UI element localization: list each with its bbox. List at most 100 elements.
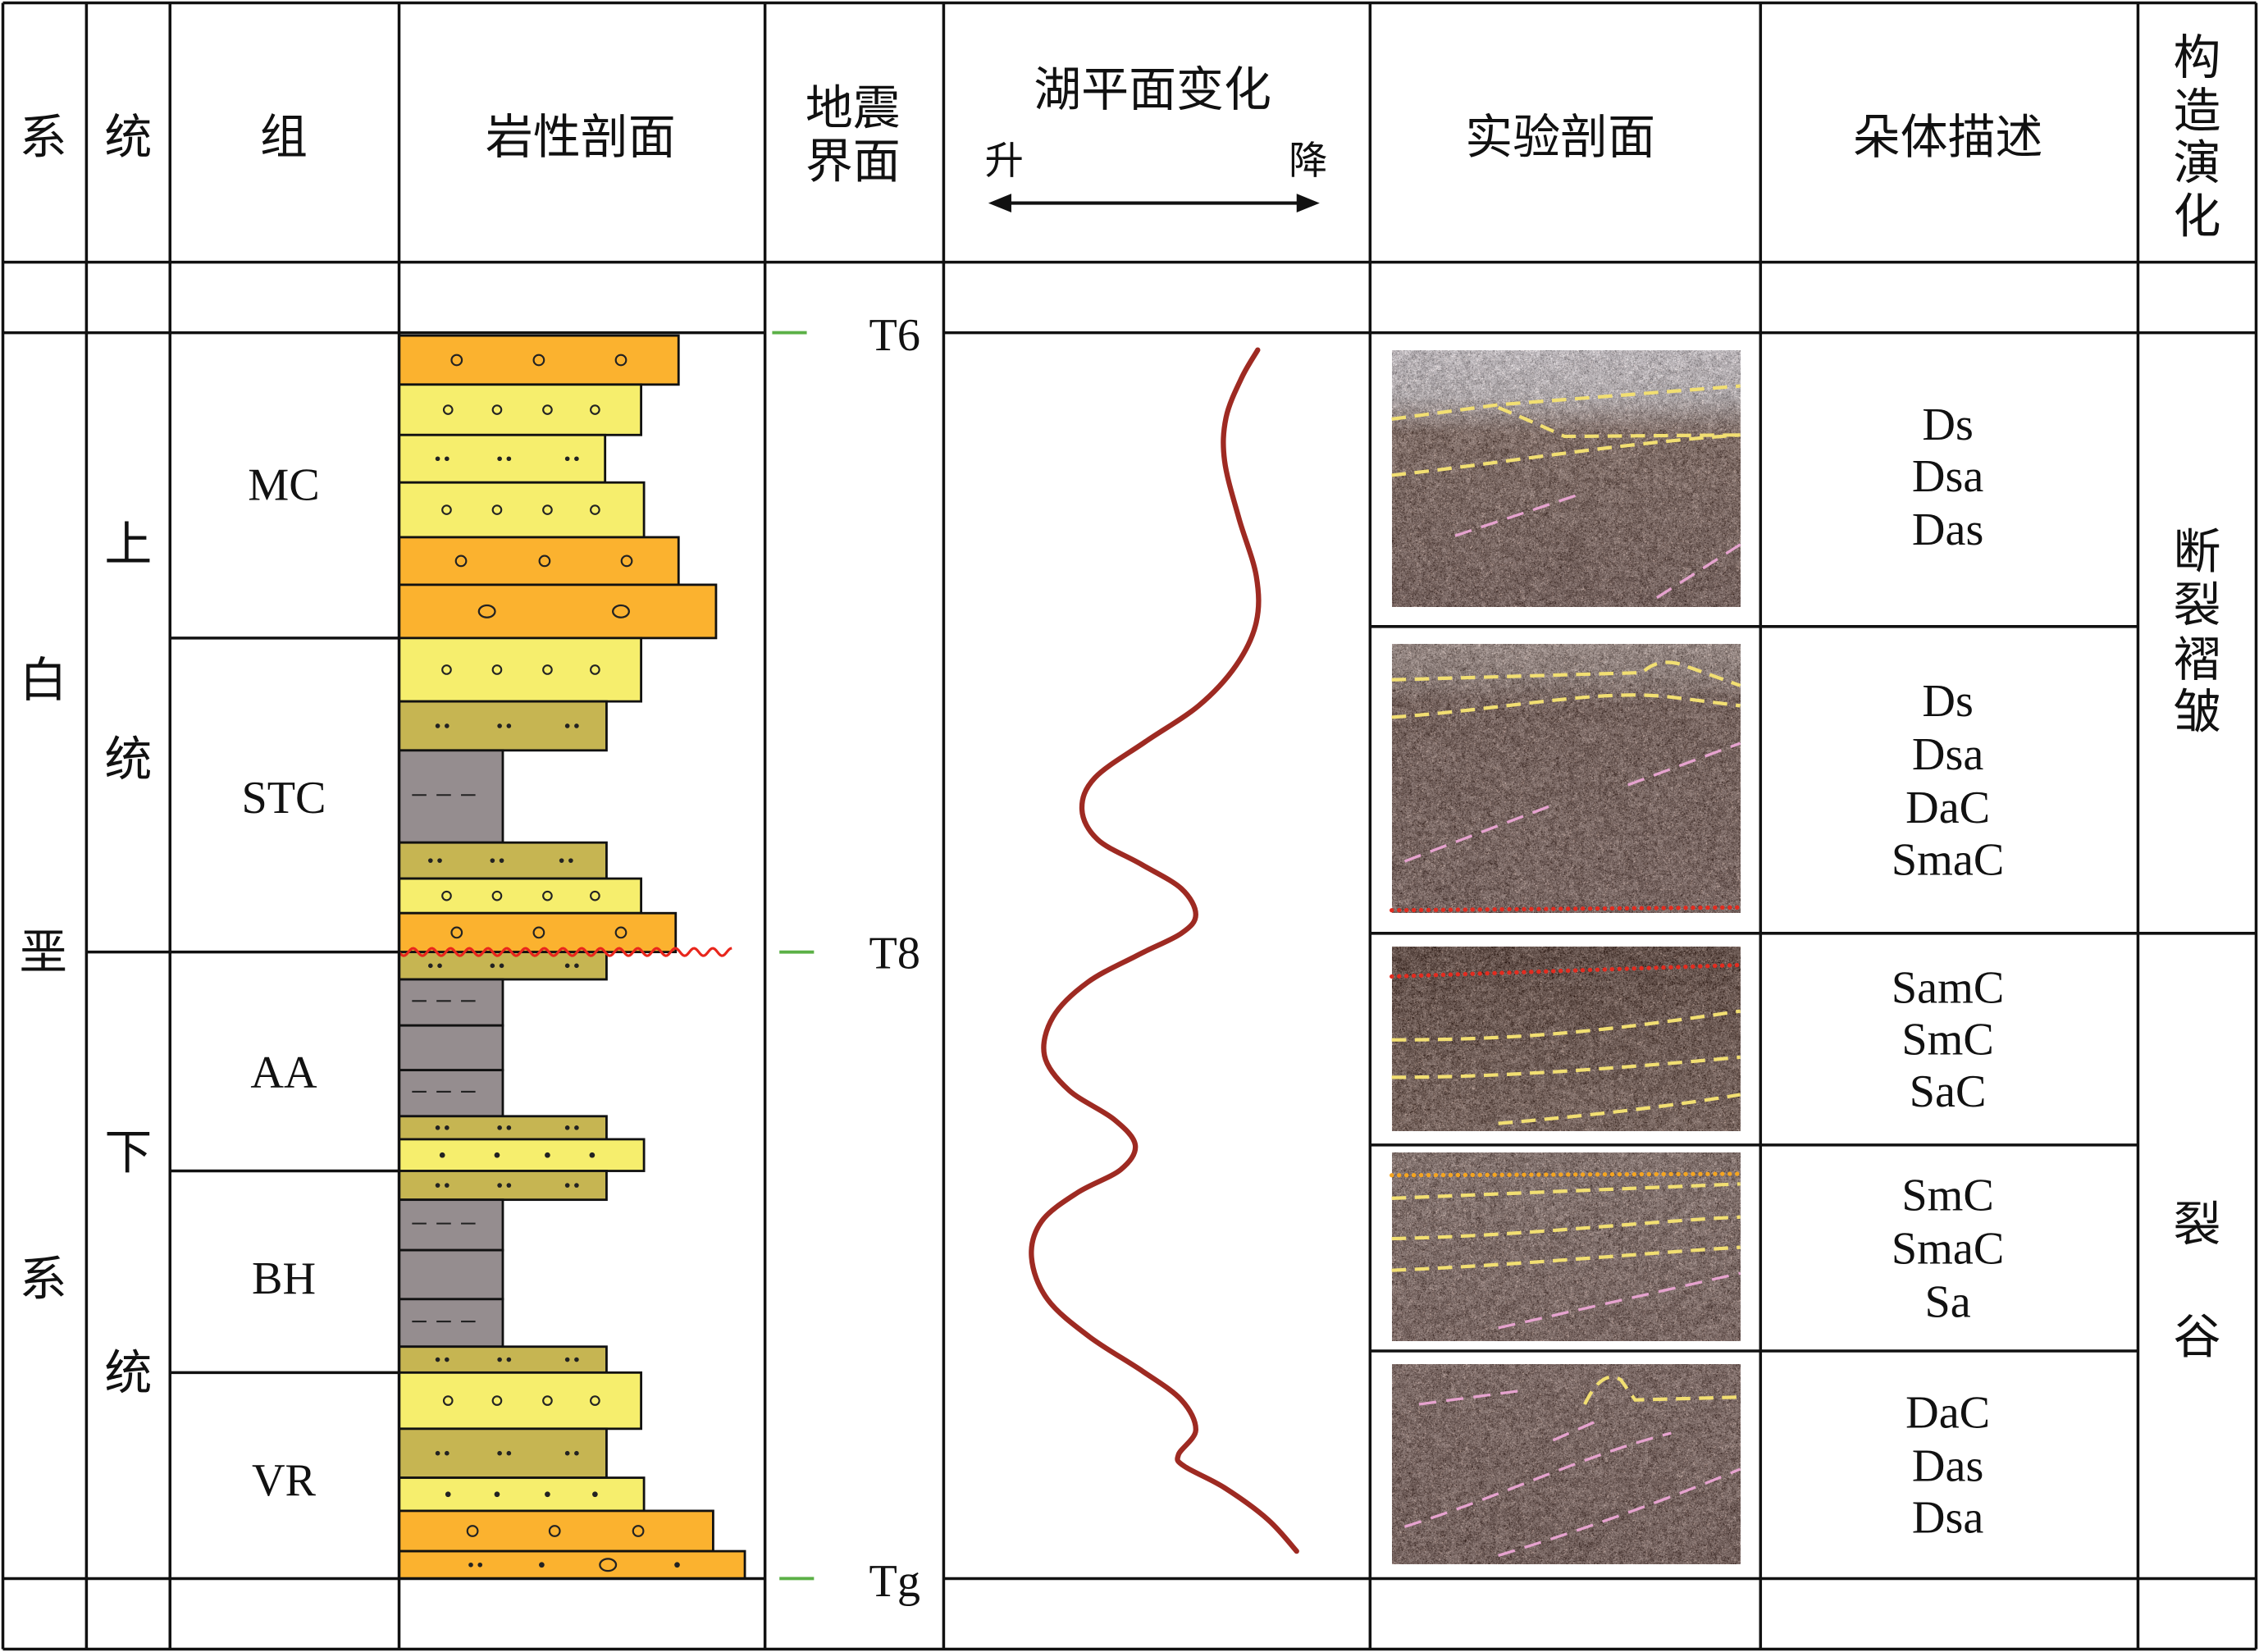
tectonic-char: 谷 (2174, 1308, 2221, 1364)
grain-dot-icon (559, 858, 564, 863)
series-upper-char: 统 (104, 731, 152, 787)
seismic-surface-ticks (772, 331, 815, 1581)
lithology-layer-bar (398, 1345, 608, 1374)
grain-dot-icon (545, 1152, 550, 1158)
grain-dot-icon (564, 1450, 570, 1456)
lithology-layer (398, 1371, 642, 1431)
formation-label: MC (248, 460, 319, 511)
grain-dot-icon (506, 723, 512, 728)
grain-dot-icon (445, 1125, 450, 1130)
series-lower-char: 统 (104, 1344, 152, 1400)
system-char: 白 (20, 652, 67, 708)
lobe-code: Ds (1922, 676, 1973, 727)
grain-dot-icon (564, 963, 570, 969)
tectonic-char: 裂 (2174, 577, 2221, 632)
grain-dot-icon (564, 1125, 570, 1130)
grain-dot-icon (674, 1562, 680, 1568)
pebble-symbol-icon (454, 554, 468, 568)
lake-rise-label: 升 (984, 139, 1023, 184)
grain-dot-icon (445, 1450, 450, 1456)
lobe-code: SmC (1901, 1015, 1993, 1066)
grain-dot-icon (445, 1491, 451, 1498)
grain-dot-icon (437, 963, 442, 969)
lobe-code: Das (1912, 504, 1983, 555)
pebble-symbol-icon (441, 890, 452, 901)
grain-dot-icon (445, 723, 450, 728)
pebble-symbol-icon (532, 926, 545, 939)
grain-dot-icon (506, 1450, 512, 1456)
grain-dot-icon (445, 456, 450, 462)
formation-label: AA (250, 1047, 317, 1098)
seismic-surface-label: Tg (869, 1556, 920, 1607)
pebble-symbol-icon (542, 890, 553, 901)
gravel-symbol-icon (477, 604, 496, 618)
grain-dot-icon (564, 1357, 570, 1362)
tectonic-char: 褶 (2174, 632, 2221, 687)
grain-dot-icon (445, 1357, 450, 1362)
pebble-symbol-icon (532, 354, 545, 367)
experiment-photo-1 (1392, 350, 1741, 607)
grain-dot-icon (435, 1357, 440, 1362)
lithology-layer-bar (398, 1198, 504, 1252)
seismic-column: T6 T8 Tg (869, 310, 920, 1607)
series-column: 上 统 下 统 (104, 517, 152, 1401)
gravel-symbol-icon (599, 1558, 618, 1572)
grain-dot-icon (439, 1152, 445, 1158)
grain-dot-icon (592, 1491, 598, 1498)
pebble-symbol-icon (450, 926, 463, 939)
formation-label: STC (241, 773, 326, 824)
pebble-symbol-icon (538, 554, 551, 568)
lithology-layer-bar (398, 1509, 714, 1553)
tectonic-column: 断 裂 褶 皱 裂 谷 (2174, 524, 2221, 1365)
lobe-code: SamC (1892, 963, 2004, 1014)
lithology-layer (398, 334, 680, 386)
grain-dot-icon (435, 456, 440, 462)
lithology-layer-bar (398, 583, 718, 640)
lobe-description-column: Ds Dsa Das Ds Dsa DaC SmaC SamC SmC SaC … (1892, 399, 2004, 1544)
lobe-code: SmaC (1892, 834, 2004, 885)
system-column: 白 垩 系 (20, 652, 67, 1307)
lithology-layer (398, 911, 678, 954)
lithology-layer-bar (398, 1371, 642, 1431)
arrow-head-right (1296, 194, 1320, 212)
grain-dot-icon (490, 963, 495, 969)
grain-dot-icon (564, 1183, 570, 1188)
lithology-layer (398, 1509, 714, 1553)
arrow-head-left (988, 194, 1011, 212)
pebble-symbol-icon (590, 890, 600, 901)
grain-dot-icon (497, 1450, 502, 1456)
experiment-photo-4 (1392, 1152, 1741, 1341)
grain-dot-icon (568, 858, 573, 863)
lithology-layer (398, 1069, 504, 1118)
grain-dot-icon (574, 456, 579, 462)
lobe-code: Ds (1922, 399, 1973, 450)
header-tectonic-char: 演 (2174, 135, 2221, 190)
lobe-code: Dsa (1912, 729, 1983, 780)
formation-column: MC STC AA BH VR (241, 460, 326, 1506)
series-upper-char: 上 (104, 517, 152, 573)
lobe-code: Dsa (1912, 1493, 1983, 1544)
grain-dot-icon (435, 1183, 440, 1188)
grain-dot-icon (564, 723, 570, 728)
lithology-layer-bar (398, 637, 642, 703)
grain-dot-icon (539, 1562, 545, 1568)
grain-dot-icon (494, 1152, 500, 1158)
grain-dot-icon (506, 1183, 512, 1188)
header-seismic-line1: 地震 (805, 80, 901, 136)
grain-dot-icon (445, 1183, 450, 1188)
lithology-layer (398, 433, 607, 484)
pebble-symbol-icon (491, 504, 503, 515)
gravel-symbol-icon (612, 604, 630, 618)
lithology-layer (398, 637, 642, 703)
grain-dot-icon (497, 1183, 502, 1188)
pebble-symbol-icon (548, 1525, 561, 1537)
lithology-layer (398, 1345, 608, 1374)
lithology-layer (398, 583, 718, 640)
lithology-layer-bar (398, 749, 504, 844)
header-tectonic-char: 造 (2174, 83, 2221, 139)
header-series: 统 (104, 109, 152, 165)
pebble-symbol-icon (590, 664, 600, 675)
